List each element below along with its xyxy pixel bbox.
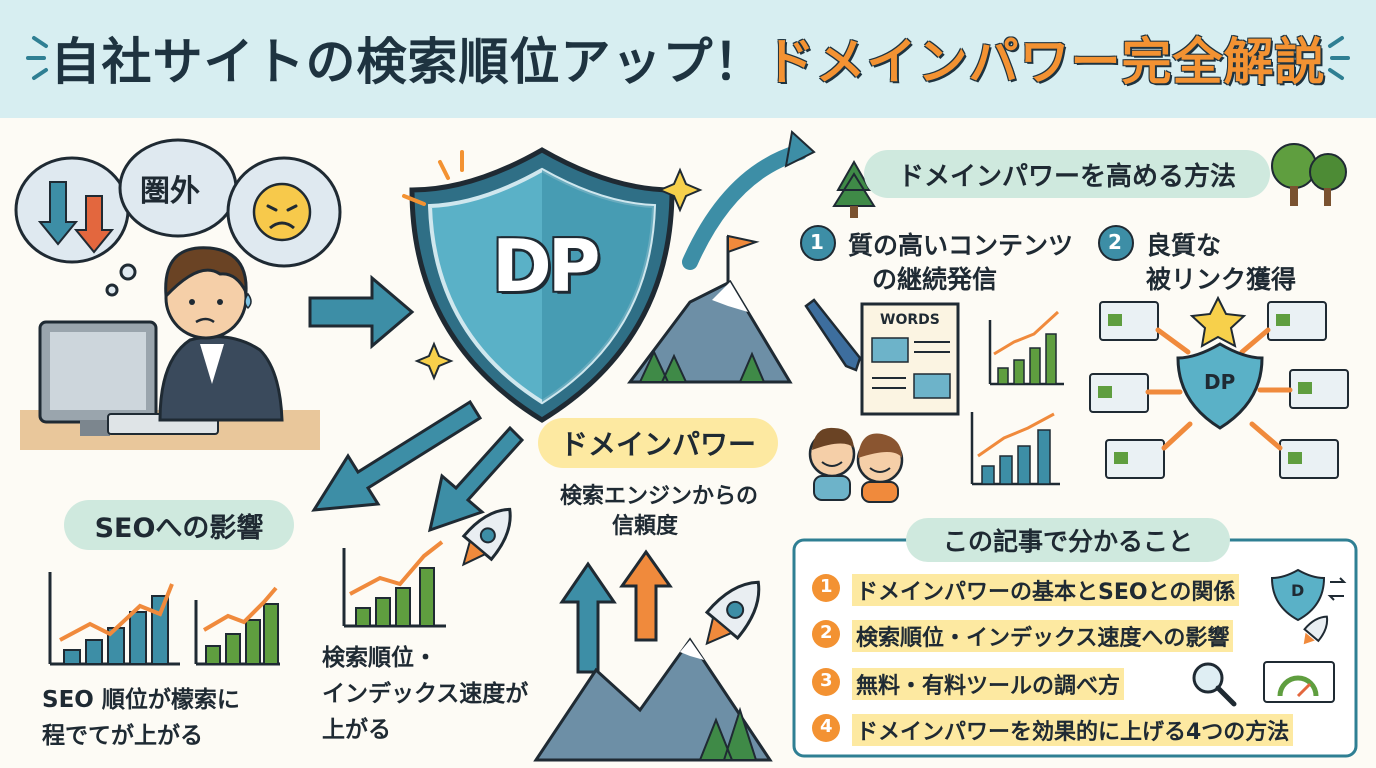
arrow-to-seo-impact [311,399,483,512]
ranking-caption-line-1: 検索順位・ [322,645,437,671]
method-1-badge [800,225,836,261]
down-arrows-icon [37,181,115,254]
title-part-1: 自社サイトの検索順位アップ！ [50,33,765,91]
mountain-range-illustration [533,637,773,762]
summary-item-3-text: 無料・有料ツールの調べ方 [852,668,1125,700]
summary-item-3-number: 3 [820,670,833,691]
ranking-bubble-text: 圏外 [140,174,200,209]
summary-item-2-text: 検索順位・インデックス速度への影響 [852,620,1234,652]
seo-caption-line-1: SEO 順位が檬索に [42,687,240,713]
summary-heading: この記事で分かること [906,518,1230,562]
ranking-caption-line-2: インデックス速度が [322,681,529,707]
method-2-badge [1098,225,1134,261]
bar-chart-illustration [48,572,180,666]
method-1-line-1: 質の高いコンテンツ [848,231,1074,260]
method-2-line-2: 被リンク獲得 [1146,265,1297,294]
bar-chart-illustration [342,540,446,628]
title-part-2: ドメインパワー完全解説 [764,33,1326,91]
summary-item-4-number: 4 [820,716,833,737]
summary-number-badges [812,574,840,742]
domain-power-sub-1: 検索エンジンからの [560,484,759,509]
method-2-line-1: 良質な [1146,231,1222,260]
document-illustration [860,302,960,416]
happy-people-illustration [808,427,904,503]
gauge-dashboard-icon [1263,661,1335,703]
tree-icon [1271,143,1347,206]
worried-face-icon [252,182,312,242]
up-arrow-icon [559,561,617,674]
sparkle-marks-left [26,36,48,80]
shield-icon [409,147,675,423]
mountain-flag-illustration [627,234,793,384]
shield-sparks [402,150,464,206]
backlink-network-illustration [1089,295,1349,479]
arrow-to-shield [308,274,415,350]
pen-icon [804,298,862,372]
summary-badge-letter: D [1291,581,1305,600]
seo-impact-heading: SEOへの影響 [64,500,294,550]
method-2-number: 2 [1108,230,1122,254]
domain-power-sub-2: 信頼度 [612,514,679,539]
domain-power-label: ドメインパワー [538,418,778,468]
shield-letters: DP [492,224,601,308]
sparkle-star-icon [657,167,703,213]
method-1-number: 1 [810,230,824,254]
summary-item-4-text: ドメインパワーを効果的に上げる4つの方法 [852,714,1294,746]
curved-arrow-head [784,130,816,168]
rocket-icon [1303,615,1329,645]
bar-chart-illustration [970,412,1060,486]
up-arrow-icon [619,549,673,642]
tree-icon [832,159,876,218]
title-banner [0,0,1376,118]
sparkle-star-icon [414,341,454,381]
document-word: WORDS [880,312,940,328]
methods-heading: ドメインパワーを高める方法 [864,150,1270,198]
arrow-to-ranking [427,425,525,533]
summary-item-1-text: ドメインパワーの基本とSEOとの関係 [852,574,1240,606]
rocket-icon [461,507,512,567]
thought-dot [105,283,119,297]
summary-item-1-icon [1270,568,1347,622]
seo-caption-line-2: 程でてが上がる [42,723,203,749]
rocket-icon [704,580,761,646]
mini-shield-letters: DP [1204,370,1236,394]
bar-chart-illustration [194,586,280,666]
worried-man-illustration [20,246,320,450]
magnifier-icon [1192,662,1237,707]
thought-dot [119,263,137,281]
summary-item-2-number: 2 [820,622,833,643]
bar-chart-illustration [988,310,1064,386]
summary-item-1-number: 1 [820,576,833,597]
sparkle-marks-right [1328,36,1350,80]
curved-arrow-to-methods [682,144,808,270]
method-1-line-2: の継続発信 [872,265,998,294]
page-title: 自社サイトの検索順位アップ！ドメインパワー完全解説 [0,22,1376,94]
ranking-caption-line-3: 上がる [322,717,391,743]
thought-bubble-arrows [14,156,130,264]
